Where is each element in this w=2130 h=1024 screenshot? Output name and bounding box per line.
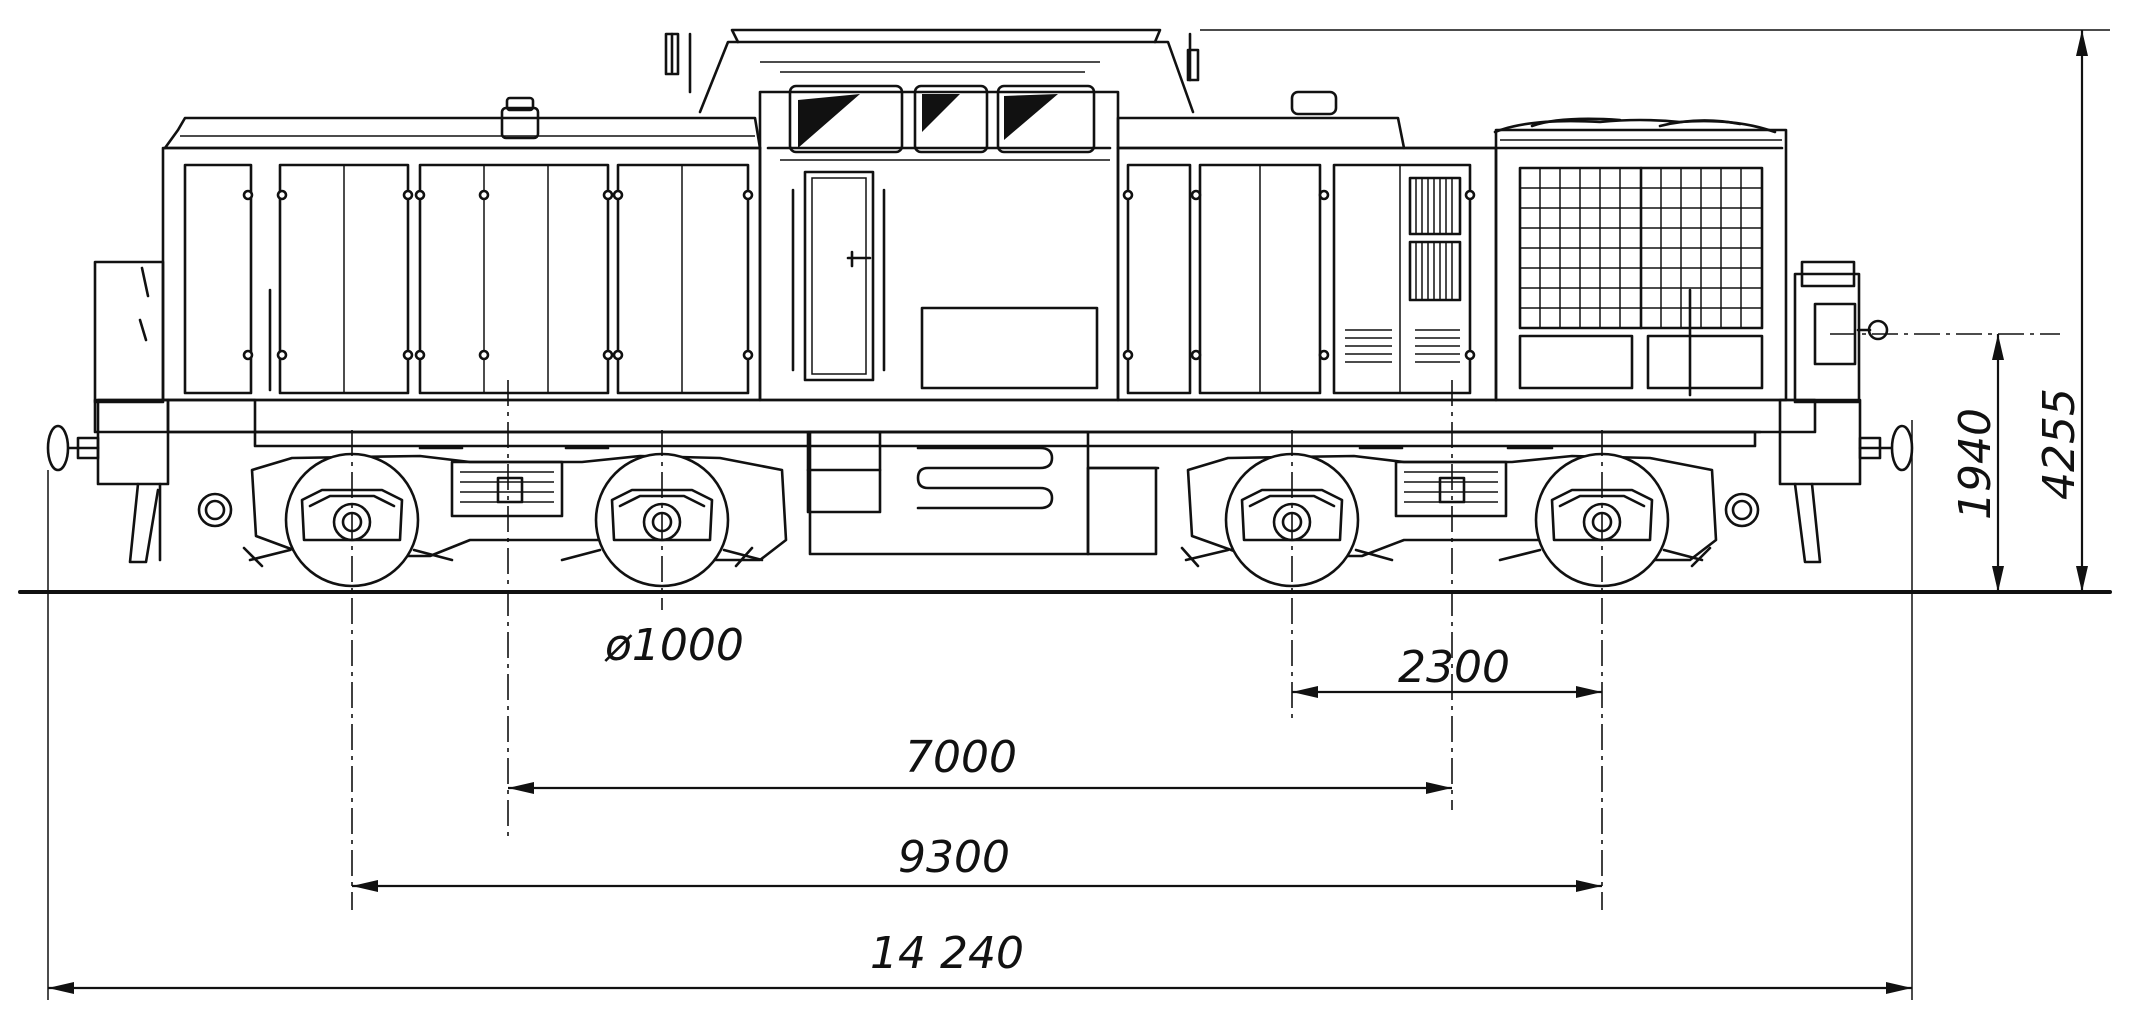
dim-outer-wheelbase: 9300: [898, 832, 1010, 883]
dim-length-over-buffers: 14 240: [870, 928, 1024, 979]
radiator-grille: [1518, 166, 1764, 397]
dimension-lines: [47, 30, 2088, 1000]
long-hood-doors: [183, 163, 754, 395]
brake-rigging: [242, 546, 1712, 568]
bogie-left: [250, 446, 788, 562]
dim-bogie-wheelbase: 2300: [1398, 642, 1510, 693]
cab-door: [791, 170, 1099, 390]
short-hood-doors: [1122, 163, 1476, 395]
right-end: [1724, 260, 1914, 564]
left-end: [46, 260, 257, 564]
fuel-tank: [806, 430, 1160, 556]
dim-buffer-height: 1940: [1950, 408, 2001, 520]
cab-windows: [780, 84, 1110, 161]
axis-lines: [351, 29, 2110, 910]
dim-wheel-diameter: ø1000: [604, 620, 744, 671]
dim-overall-height: 4255: [2034, 388, 2085, 500]
dim-bogie-pivot-distance: 7000: [905, 732, 1017, 783]
